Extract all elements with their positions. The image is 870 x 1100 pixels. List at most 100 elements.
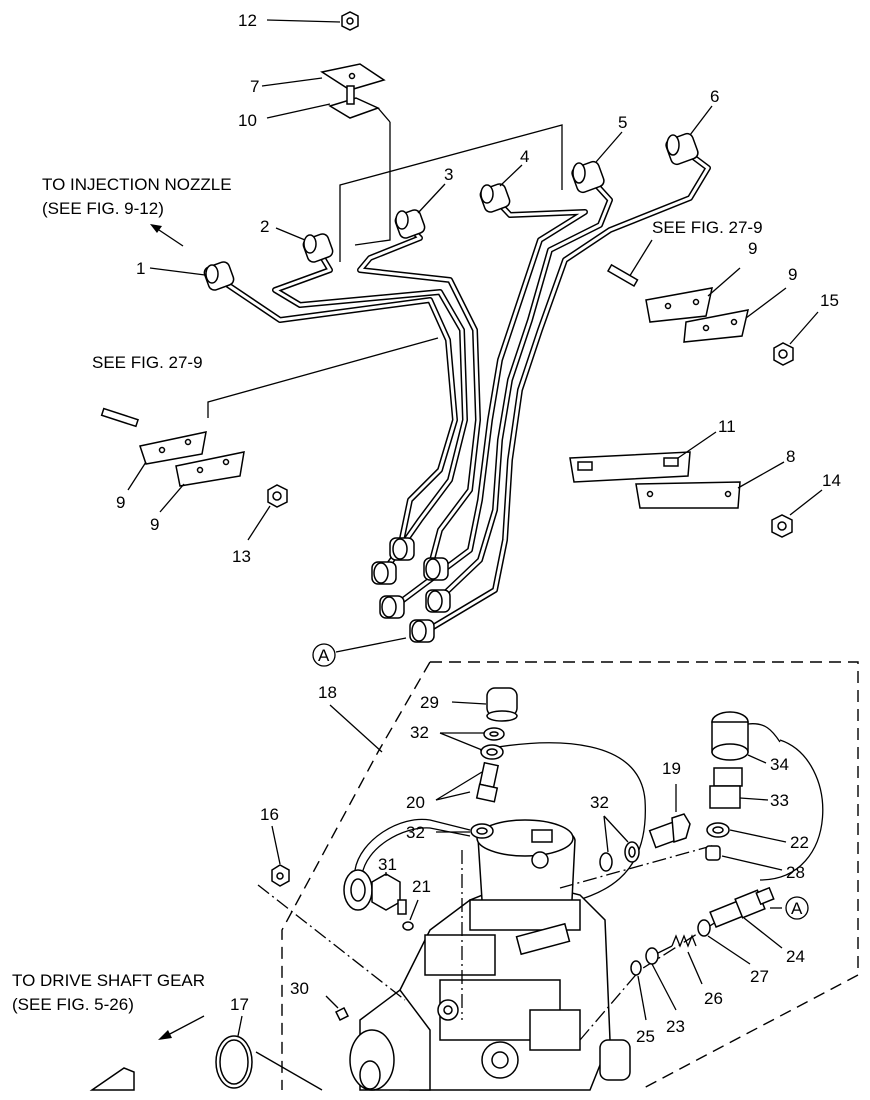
- part-8-clamp[interactable]: [635, 461, 785, 509]
- callout-12: 12: [238, 11, 257, 30]
- pump-body[interactable]: [394, 819, 631, 1091]
- part-22-o-ring[interactable]: [706, 822, 787, 843]
- part-15-nut[interactable]: [773, 311, 819, 366]
- note-injection-nozzle-1: TO INJECTION NOZZLE: [42, 175, 232, 194]
- part-25-ring[interactable]: [630, 960, 647, 1021]
- callout-16: 16: [260, 805, 279, 824]
- left-stud-bolt[interactable]: [100, 407, 139, 428]
- reference-a-right: [770, 896, 809, 920]
- part-11-clamp-bolt[interactable]: [569, 431, 717, 483]
- callout-27: 27: [750, 967, 769, 986]
- part-7-clamp[interactable]: [261, 63, 386, 91]
- part-20-hollow-screw[interactable]: [435, 761, 500, 803]
- part-13-nut[interactable]: [247, 484, 288, 541]
- pipe-group-bracket-left: [207, 337, 439, 418]
- callout-32-top: 32: [410, 723, 429, 742]
- pipe-lower-nuts[interactable]: [371, 537, 451, 643]
- callout-30: 30: [290, 979, 309, 998]
- part-29-cap[interactable]: [451, 687, 518, 722]
- callout-7: 7: [250, 77, 259, 96]
- part-10-clamp-bolt[interactable]: [266, 85, 391, 246]
- callout-15: 15: [820, 291, 839, 310]
- note-drive-shaft-2: (SEE FIG. 5-26): [12, 995, 134, 1014]
- part-4-pipe-nut[interactable]: [479, 164, 523, 214]
- callout-2: 2: [260, 217, 269, 236]
- callout-6: 6: [710, 87, 719, 106]
- part-6-pipe-nut[interactable]: [664, 105, 713, 166]
- callout-3: 3: [444, 165, 453, 184]
- part-3-pipe-nut[interactable]: [394, 183, 446, 240]
- reference-a-top-label: A: [318, 646, 330, 665]
- arrow-to-drive-shaft-icon: [158, 1015, 205, 1040]
- hose-loop: [479, 742, 646, 906]
- centerline-bottom: [579, 909, 736, 1041]
- callout-4: 4: [520, 147, 529, 166]
- part-34-solenoid[interactable]: [711, 711, 781, 764]
- callout-28: 28: [786, 863, 805, 882]
- reference-a-top: [312, 637, 407, 667]
- part-9-clamp-left-b[interactable]: [159, 451, 245, 513]
- drive-plate-icon: [89, 1067, 135, 1091]
- part-28-sleeve[interactable]: [705, 845, 783, 871]
- callout-5: 5: [618, 113, 627, 132]
- callout-17: 17: [230, 995, 249, 1014]
- part-9-clamp-right-b[interactable]: [683, 287, 787, 343]
- part-5-pipe-nut[interactable]: [570, 131, 623, 194]
- callout-29: 29: [420, 693, 439, 712]
- part-19-plug[interactable]: [648, 784, 691, 849]
- part-16-nut[interactable]: [271, 825, 290, 887]
- callout-25: 25: [636, 1027, 655, 1046]
- callout-19: 19: [662, 759, 681, 778]
- callout-9-left-a: 9: [116, 493, 125, 512]
- part-1-pipe-nut[interactable]: [149, 260, 235, 291]
- part-23-plunger[interactable]: [645, 945, 677, 1011]
- part-17-o-ring[interactable]: [215, 1015, 323, 1091]
- part-32-washers-right[interactable]: [599, 815, 640, 872]
- note-see-fig-27-9-right: SEE FIG. 27-9: [652, 218, 763, 237]
- callout-31: 31: [378, 855, 397, 874]
- part-31-banjo-bolt[interactable]: [371, 872, 407, 915]
- pipe-group-bracket-top: [339, 124, 563, 262]
- leader-18: [329, 704, 383, 753]
- callout-23: 23: [666, 1017, 685, 1036]
- callout-32-right: 32: [590, 793, 609, 812]
- part-21-o-ring[interactable]: [402, 899, 419, 931]
- assembly-boundary: [281, 661, 859, 1091]
- callout-11: 11: [718, 417, 736, 436]
- callout-8: 8: [786, 447, 795, 466]
- callout-13: 13: [232, 547, 251, 566]
- centerline-left: [257, 884, 406, 1001]
- callout-1: 1: [136, 259, 145, 278]
- part-9-clamp-right-a[interactable]: [645, 267, 741, 323]
- note-see-fig-27-9-left: SEE FIG. 27-9: [92, 353, 203, 372]
- reference-a-right-label: A: [791, 899, 803, 918]
- drive-shaft-housing[interactable]: [349, 988, 431, 1091]
- callout-21: 21: [412, 877, 431, 896]
- part-33-valve[interactable]: [709, 767, 769, 809]
- callout-9-right-b: 9: [788, 265, 797, 284]
- part-14-nut[interactable]: [771, 489, 823, 538]
- callout-26: 26: [704, 989, 723, 1008]
- callout-32-mid: 32: [406, 823, 425, 842]
- callout-9-left-b: 9: [150, 515, 159, 534]
- part-26-spring[interactable]: [671, 934, 703, 985]
- part-2-pipe-nut[interactable]: [275, 227, 334, 264]
- centerline-right: [559, 844, 716, 889]
- part-12-nut[interactable]: [266, 11, 359, 31]
- note-injection-nozzle-2: (SEE FIG. 9-12): [42, 199, 164, 218]
- arrow-to-nozzle-icon: [150, 224, 184, 247]
- right-stud-bolt[interactable]: [606, 239, 653, 287]
- callout-14: 14: [822, 471, 841, 490]
- part-30-key[interactable]: [325, 995, 350, 1022]
- note-drive-shaft-1: TO DRIVE SHAFT GEAR: [12, 971, 205, 990]
- part-24-fitting[interactable]: [709, 886, 783, 949]
- callout-24: 24: [786, 947, 805, 966]
- part-9-clamp-left-a[interactable]: [127, 431, 207, 491]
- callout-33: 33: [770, 791, 789, 810]
- callout-20: 20: [406, 793, 425, 812]
- part-27-washer[interactable]: [697, 919, 751, 965]
- callout-10: 10: [238, 111, 257, 130]
- injection-pipe-bundle[interactable]: [225, 147, 711, 633]
- part-32-washers-top[interactable]: [439, 727, 505, 760]
